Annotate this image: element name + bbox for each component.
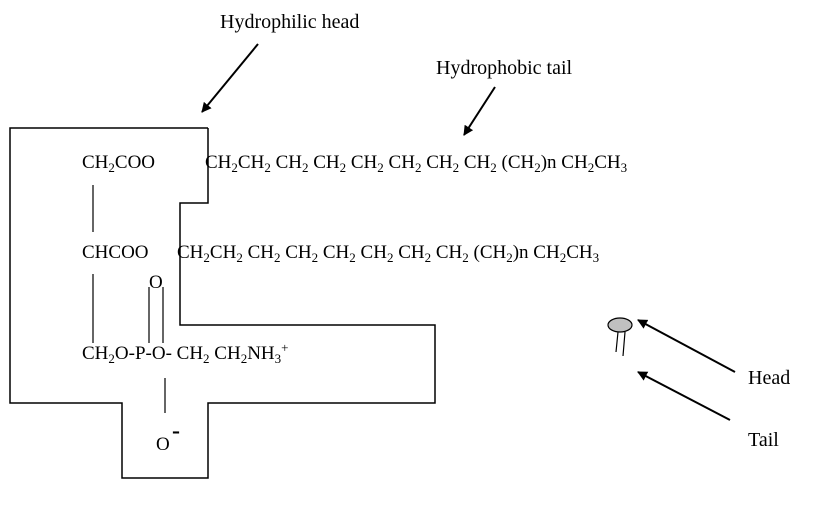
phospholipid-head-icon bbox=[607, 317, 633, 333]
phospholipid-tail-icon bbox=[615, 331, 626, 357]
hydrophilic-head-arrow bbox=[201, 43, 259, 113]
head-label: Head bbox=[748, 367, 791, 389]
charged-oxygen: O bbox=[156, 434, 170, 455]
tail-pointer-arrow bbox=[637, 371, 731, 421]
phosphate-double-bond-oxygen: O bbox=[149, 272, 163, 293]
row2-fatty-acid-chain: CH2CH2 CH2 CH2 CH2 CH2 CH2 CH2 (CH2)n CH… bbox=[177, 242, 600, 265]
hydrophobic-tail-arrow bbox=[463, 86, 496, 136]
hydrophilic-region-outline bbox=[9, 127, 436, 479]
row3-phosphoethanolamine: CH2O-P-O- CH2 CH2NH3+ bbox=[82, 340, 289, 366]
head-pointer-arrow bbox=[637, 319, 736, 373]
row2-head-group: CHCOO bbox=[82, 242, 149, 263]
hydrophobic-tail-label: Hydrophobic tail bbox=[436, 57, 573, 79]
hydrophilic-head-label: Hydrophilic head bbox=[220, 11, 360, 33]
tail-label: Tail bbox=[748, 429, 779, 451]
negative-charge-sign: - bbox=[172, 418, 180, 444]
row1-head-group: CH2COO bbox=[82, 152, 156, 175]
row1-fatty-acid-chain: CH2CH2 CH2 CH2 CH2 CH2 CH2 CH2 (CH2)n CH… bbox=[205, 152, 628, 175]
